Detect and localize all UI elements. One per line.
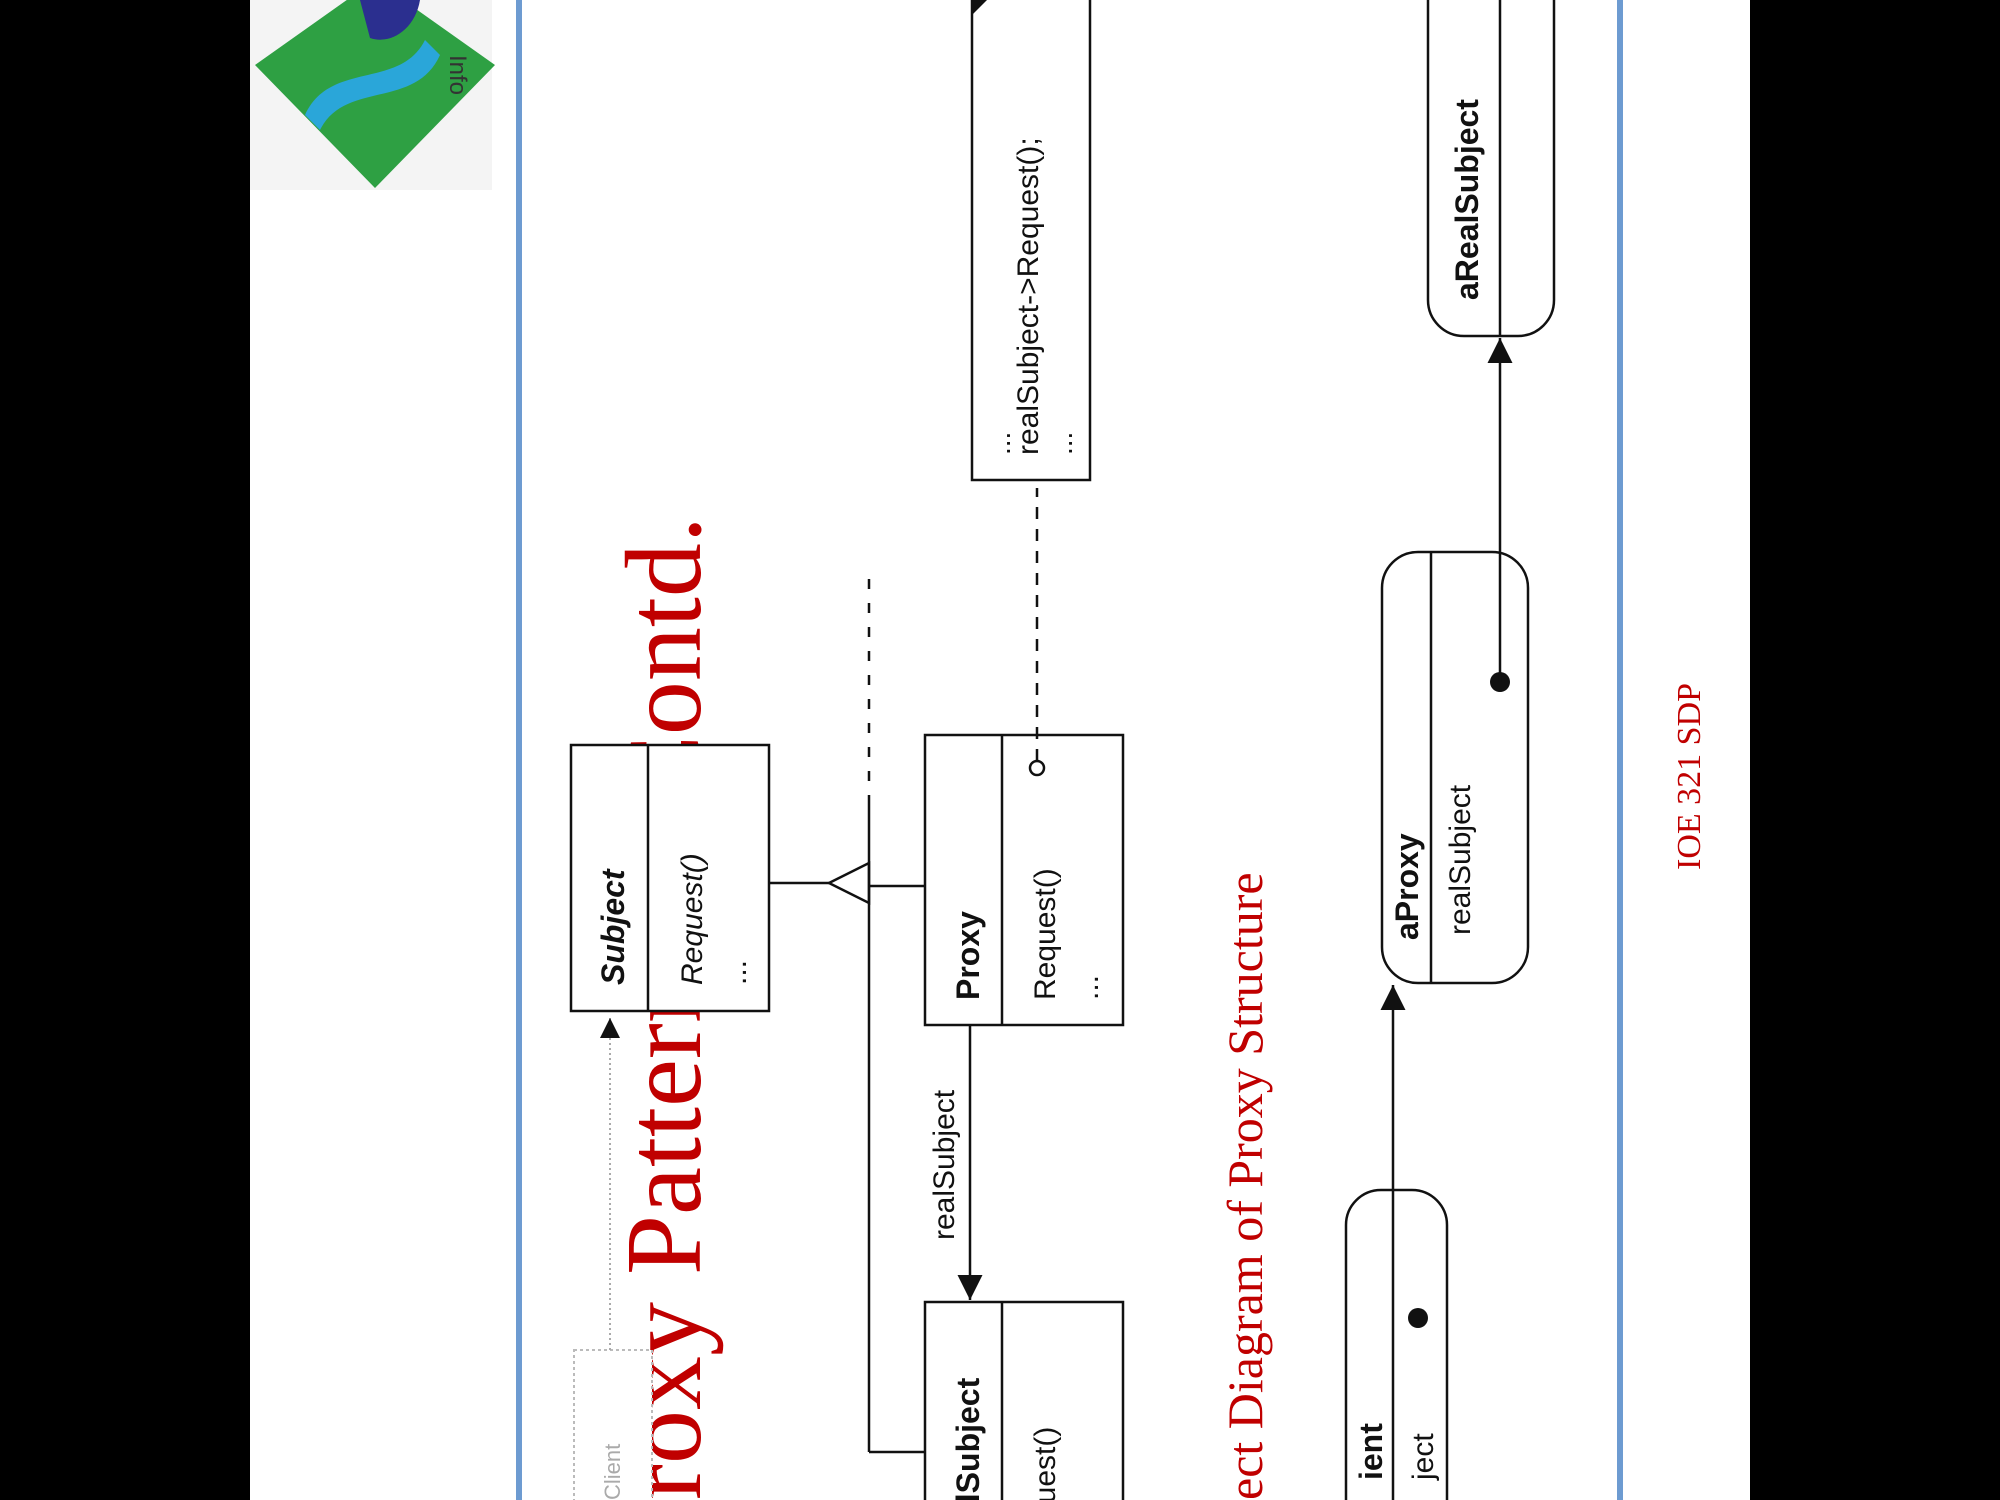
proxy-ellipsis: ...	[1072, 975, 1105, 1000]
logo: Info	[250, 0, 495, 190]
code-note	[970, 0, 1092, 482]
subject-operation: Request()	[676, 853, 709, 985]
subject-ellipsis: ...	[720, 960, 753, 985]
object-proxy-attribute: realSubject	[1444, 784, 1477, 935]
client-label: Client	[600, 1444, 625, 1500]
proxy-class-name: Proxy	[950, 911, 986, 1000]
slide-canvas: roxy Pattern … Contd. Info Subject Reque…	[250, 0, 1708, 1500]
proxy-class	[923, 733, 1125, 1027]
realsubject-operation: quest()	[1029, 1427, 1062, 1500]
object-realsubject-name: aRealSubject	[1449, 99, 1485, 300]
note-line-1: ...	[985, 432, 1016, 455]
object-proxy-name: aProxy	[1389, 833, 1425, 940]
logo-river-icon	[305, 40, 440, 130]
object-client	[1344, 1188, 1449, 1500]
subject-class-name: Subject	[595, 868, 631, 985]
slide: roxy Pattern … Contd. Info Subject Reque…	[250, 0, 1750, 1500]
client-ref-dot-icon	[1408, 1308, 1428, 1328]
note-line-3: ...	[1047, 432, 1078, 455]
client-class: Client	[573, 1349, 653, 1500]
slide-footer: IOE 321 SDP	[1671, 683, 1708, 870]
object-client-attribute: ject	[1407, 1433, 1440, 1481]
diagram-caption: ect Diagram of Proxy Structure	[1217, 872, 1273, 1500]
object-proxy	[1380, 550, 1530, 985]
object-realsubject	[1426, 0, 1556, 338]
realsubject-class-name: alSubject	[950, 1377, 986, 1500]
note-line-2: realSubject->Request();	[1012, 137, 1045, 455]
logo-text: Info	[444, 55, 471, 95]
object-client-name: ient	[1353, 1423, 1389, 1480]
subject-class	[569, 743, 771, 1013]
inheritance-lines	[769, 565, 925, 1454]
association-label: realSubject	[928, 1089, 961, 1240]
realsubject-class	[923, 1300, 1125, 1500]
note-anchor-icon	[1028, 759, 1046, 777]
logo-mark-icon	[360, 0, 420, 40]
proxy-operation: Request()	[1029, 868, 1062, 1000]
